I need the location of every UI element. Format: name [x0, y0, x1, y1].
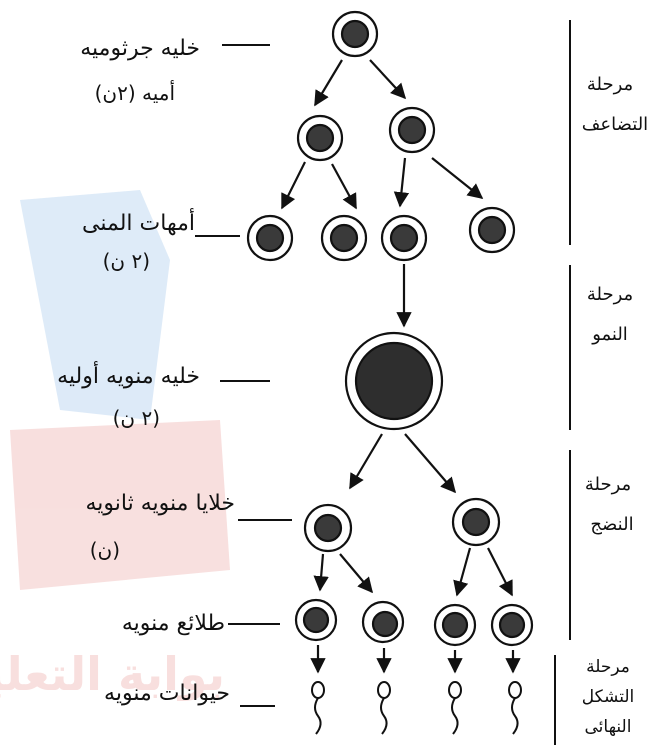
sperm-2	[377, 681, 391, 735]
stage-dividers	[554, 20, 571, 745]
label-primary-spermatocyte-sub: (٢ ن)	[113, 406, 160, 430]
stage-label-multiplication-2: التضاعف	[582, 114, 648, 135]
sperm-1	[311, 681, 325, 735]
label-secondary-spermatocyte: خلايا منويه ثانويه	[86, 491, 235, 516]
cell-spermatogonium-4	[468, 206, 516, 254]
cell-spermatogonium-1	[246, 214, 294, 262]
watermark-logo: بوابة التعليم	[0, 190, 230, 701]
label-spermatogonia: أمهات المنى	[82, 208, 195, 236]
label-secondary-spermatocyte-sub: (ن)	[90, 538, 120, 562]
label-spermatogonia-sub: (٢ ن)	[103, 249, 150, 273]
cell-spermatogonium-3	[380, 214, 428, 262]
sperm-3	[448, 681, 462, 735]
cell-spermatid-1	[294, 598, 338, 642]
stage-label-maturation-2: النضج	[590, 514, 633, 535]
cell-level1-b	[388, 106, 436, 154]
stage-label-growth-2: النمو	[591, 324, 628, 345]
label-primary-spermatocyte: خليه منويه أوليه	[57, 361, 200, 389]
stage-label-differentiation-3: النهائى	[585, 717, 632, 737]
stage-label-growth-1: مرحلة	[587, 284, 633, 305]
stage-label-differentiation-2: التشكل	[582, 687, 634, 707]
cell-spermatid-2	[361, 600, 405, 644]
cell-spermatid-4	[490, 603, 534, 647]
cell-secondary-spermatocyte-2	[451, 497, 501, 547]
watermark-text: بوابة التعليم	[0, 647, 225, 701]
sperm-cells	[311, 681, 522, 735]
cell-level1-a	[296, 114, 344, 162]
cell-secondary-spermatocyte-1	[303, 503, 353, 553]
stage-label-differentiation-1: مرحلة	[586, 657, 630, 677]
sperm-4	[508, 681, 522, 735]
label-sperm: حيوانات منويه	[104, 681, 230, 706]
label-germ-cell-sub: أميه (٢ن)	[95, 80, 175, 105]
cell-germ	[331, 10, 379, 58]
label-spermatids: طلائع منويه	[122, 611, 225, 636]
cell-spermatid-3	[433, 603, 477, 647]
cells	[246, 10, 534, 647]
stage-label-multiplication-1: مرحلة	[587, 74, 633, 95]
label-germ-cell: خليه جرثوميه	[80, 36, 200, 61]
stage-label-maturation-1: مرحلة	[585, 474, 631, 495]
cell-primary-spermatocyte	[344, 331, 444, 431]
arrows	[281, 59, 521, 674]
left-labels: خليه جرثوميه أميه (٢ن) أمهات المنى (٢ ن)…	[57, 36, 292, 707]
cell-spermatogonium-2	[320, 214, 368, 262]
